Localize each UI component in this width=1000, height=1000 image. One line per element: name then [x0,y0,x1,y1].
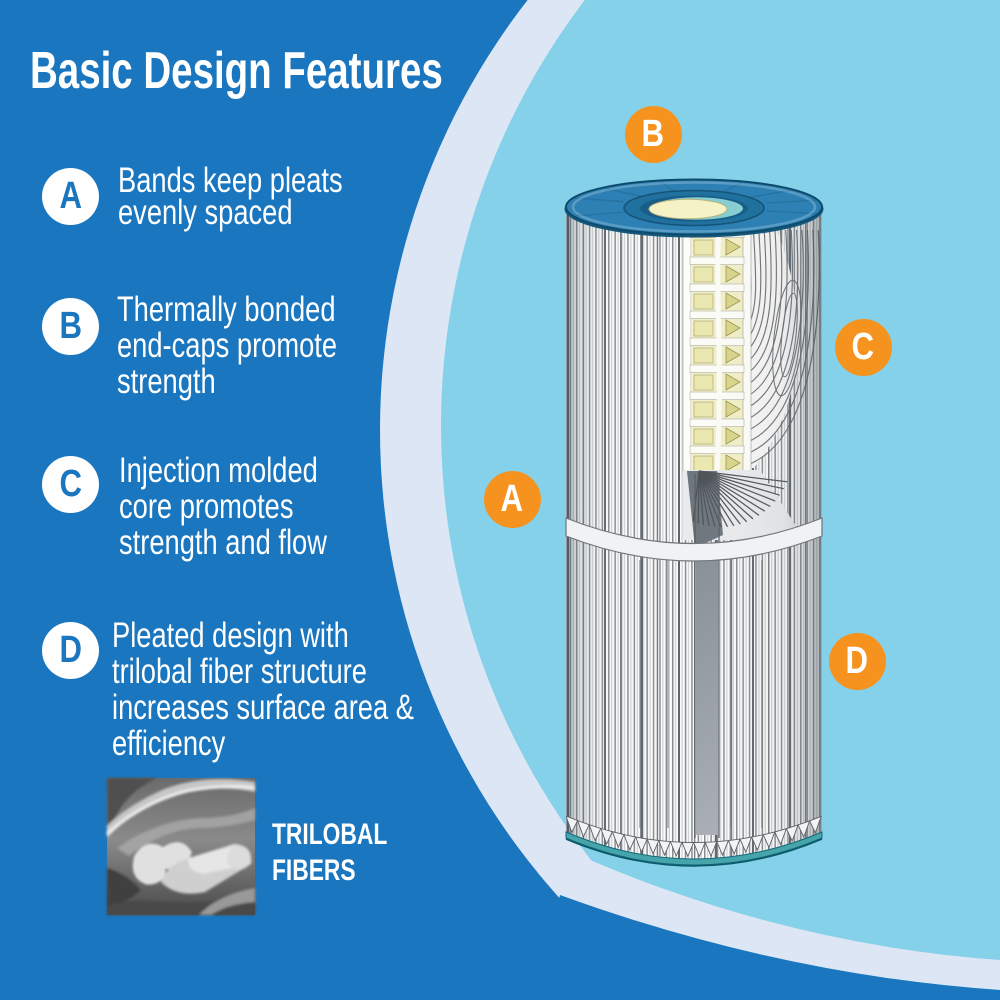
feature-text-line: strength [117,362,216,401]
diagram-marker-letter: A [500,477,524,520]
feature-badge-a: A [42,168,99,225]
diagram-marker-letter: B [641,112,665,155]
feature-text-line: Thermally bonded [117,290,336,329]
feature-text-line: efficiency [112,724,226,763]
middle-band [565,517,823,562]
diagram-marker-b: B [624,105,682,163]
feature-badge-letter: B [59,305,82,347]
feature-text-line: Injection molded [119,451,318,490]
diagram-marker-d: D [828,632,886,690]
dark-bottom-corner [535,895,1000,1000]
feature-badge-letter: C [59,463,82,505]
fiber-caption: TRILOBAL FIBERS [272,817,387,889]
feature-text-line: trilobal fiber structure [112,652,367,691]
feature-text-line: evenly spaced [118,193,293,232]
page-title: Basic Design Features [30,42,443,100]
diagram-marker-c: C [834,318,892,376]
feature-badge-b: B [42,298,99,355]
feature-text-line: increases surface area & [112,688,414,727]
diagram-marker-letter: D [845,639,869,682]
feature-badge-letter: A [59,175,82,217]
fiber-caption-line2: FIBERS [272,854,356,887]
bottom-rim [565,831,823,866]
feature-text-line: Bands keep pleats [118,161,343,200]
feature-text-line: end-caps promote [117,326,338,365]
feature-text-line: Pleated design with [112,616,349,655]
pale-bottom-band [560,860,1000,990]
feature-badge-letter: D [59,629,82,671]
diagram-marker-a: A [483,470,541,528]
fiber-image [106,778,256,915]
diagram-marker-letter: C [851,325,875,368]
feature-badge-d: D [42,622,99,679]
filter-cartridge-illustration [564,178,824,867]
feature-badge-c: C [42,456,99,513]
feature-text-line: core promotes [119,487,294,526]
fiber-caption-line1: TRILOBAL [272,818,388,851]
feature-text-line: strength and flow [119,523,327,562]
